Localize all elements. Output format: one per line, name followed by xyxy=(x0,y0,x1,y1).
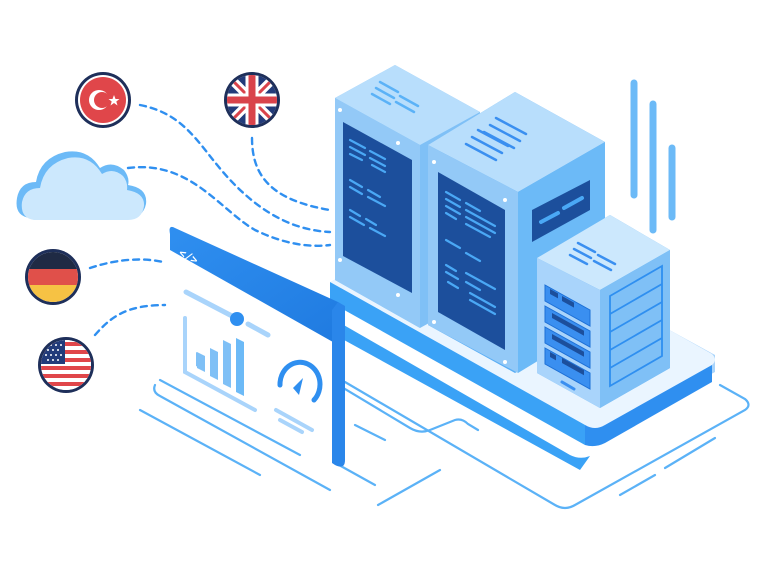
server-tower-left xyxy=(335,65,480,328)
connection-lines xyxy=(88,103,332,337)
server-unit-small xyxy=(537,215,670,408)
us-flag-icon xyxy=(38,337,94,393)
germany-flag-icon xyxy=(25,249,81,305)
speed-gauge-icon xyxy=(277,359,323,403)
uk-flag-icon xyxy=(224,72,280,128)
ground-lines xyxy=(138,378,750,510)
signal-lines xyxy=(630,79,676,234)
bar-chart-icon xyxy=(183,316,257,412)
slider-track xyxy=(183,289,271,338)
dashboard-panel: </> xyxy=(153,226,345,492)
cloud-icon xyxy=(16,151,147,220)
turkey-flag-icon xyxy=(75,72,131,128)
